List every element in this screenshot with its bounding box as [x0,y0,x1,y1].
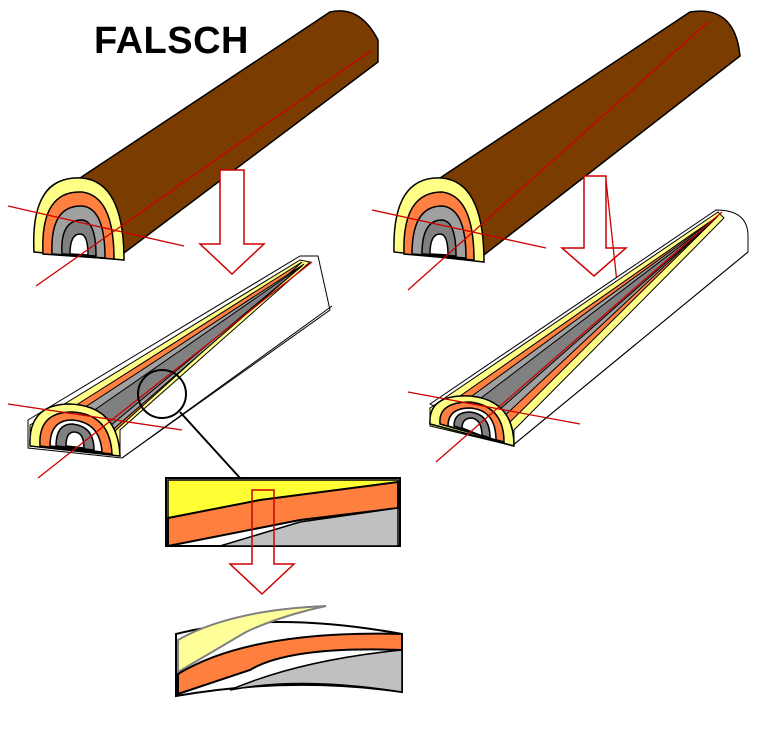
magnifier-leader [179,411,241,479]
bent-gray [229,649,403,693]
right-board-end-core [461,417,483,438]
right-log-core [429,233,449,256]
left-log-core [69,233,89,256]
falsch-label: FALSCH [94,20,249,62]
left-board-end-core [65,431,85,449]
right-down-arrow [560,175,628,277]
left-cut-board [7,255,333,479]
left-board-cut-diagonal [37,261,313,479]
left-board-edge [121,305,333,459]
right-arrow-trace [605,179,619,293]
magnifier-circle [137,369,187,419]
left-board-cut-horizontal [7,403,183,431]
left-log [7,10,379,287]
right-log-cut-horizontal [371,209,547,249]
left-log-cut-diagonal [35,49,373,287]
right-board-edge [511,251,749,447]
right-board-cut-horizontal [407,391,581,425]
bent-board [175,605,403,698]
bent-yellow [177,605,327,674]
right-cut-board [407,209,749,463]
detail-down-arrow [228,489,296,596]
right-board-cut-diagonal [435,211,723,463]
right-log [371,10,741,291]
detail-box [165,477,401,548]
right-log-cut-diagonal [407,21,709,291]
bent-orange [177,632,403,696]
left-down-arrow [198,169,266,276]
left-log-cut-horizontal [7,205,185,247]
